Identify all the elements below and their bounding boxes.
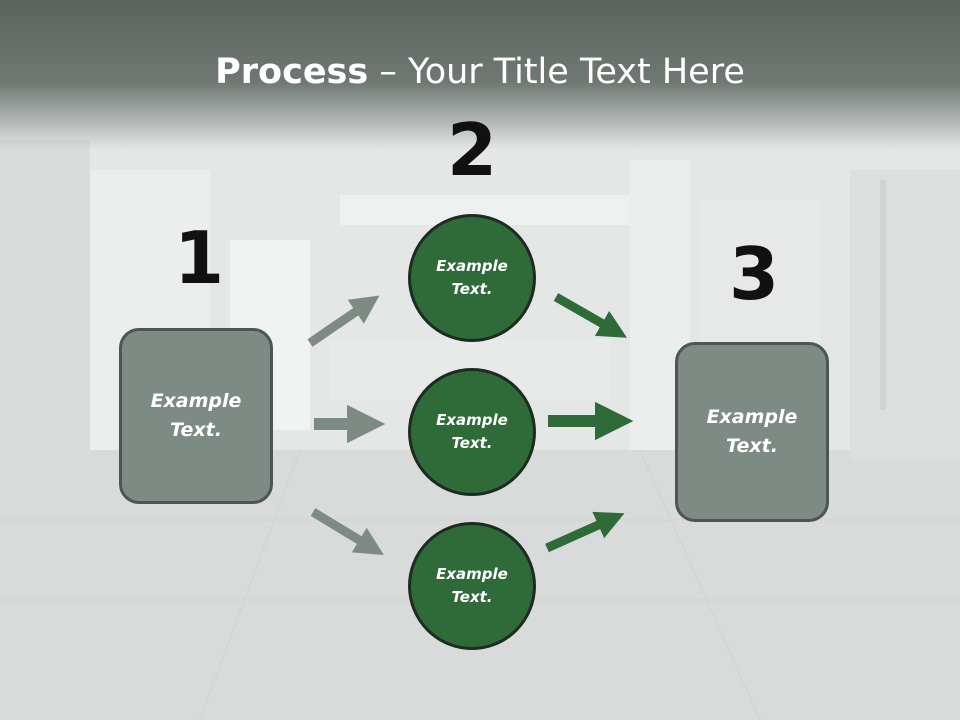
title-bold-part: Process — [215, 52, 369, 92]
title-band — [0, 0, 960, 150]
right-process-box: Example Text. — [675, 342, 829, 522]
arrow-top-to-right — [553, 293, 627, 338]
circle-middle: Example Text. — [408, 368, 536, 496]
step-number-3: 3 — [728, 232, 780, 316]
right-box-label: Example Text. — [706, 406, 798, 457]
step-number-1: 1 — [173, 216, 225, 300]
arrow-left-to-top — [307, 295, 380, 347]
circle-bottom: Example Text. — [408, 522, 536, 650]
circle-bottom-label: Example Text. — [436, 565, 508, 606]
arrow-left-to-bottom — [310, 508, 384, 555]
circle-top-label: Example Text. — [436, 257, 508, 298]
arrow-bottom-to-right — [545, 511, 625, 553]
circle-top: Example Text. — [408, 214, 536, 342]
left-box-label: Example Text. — [150, 390, 242, 441]
left-process-box: Example Text. — [119, 328, 273, 504]
step-number-2: 2 — [446, 108, 498, 192]
title-rest-part: – Your Title Text Here — [368, 52, 745, 92]
slide-title: Process – Your Title Text Here — [0, 52, 960, 92]
circle-middle-label: Example Text. — [436, 411, 508, 452]
